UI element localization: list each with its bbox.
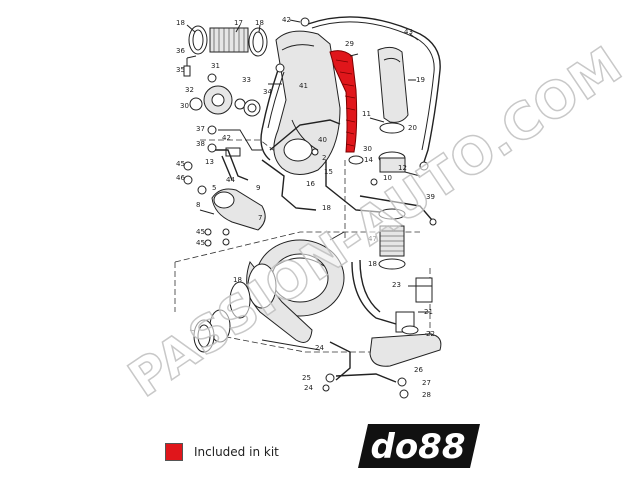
label-9: 9 [256, 184, 260, 192]
actuator [199, 188, 266, 246]
label-46: 46 [176, 174, 185, 182]
label-45: 45 [176, 160, 185, 168]
label-45: 45 [196, 228, 205, 236]
label-16: 16 [306, 180, 315, 188]
label-15: 15 [324, 168, 333, 176]
label-17: 17 [234, 19, 243, 27]
label-43: 43 [404, 28, 413, 36]
label-33: 33 [242, 76, 251, 84]
turbocharger-main [246, 231, 345, 343]
legend: Included in kit [165, 443, 279, 461]
label-25: 25 [302, 374, 311, 382]
label-12: 12 [398, 164, 407, 172]
label-39: 39 [426, 193, 435, 201]
valve-assembly [183, 58, 261, 117]
label-8: 8 [196, 201, 200, 209]
label-21: 21 [424, 308, 433, 316]
logo-text: do88 [370, 427, 465, 467]
label-24: 24 [304, 384, 313, 392]
bracket-44 [183, 149, 249, 195]
muffler-22 [351, 259, 442, 367]
bottom-pipe-assembly [261, 339, 409, 399]
label-18: 18 [233, 276, 242, 284]
label-30: 30 [180, 102, 189, 110]
hose-43 [307, 16, 441, 171]
label-13: 13 [205, 158, 214, 166]
label-2: 2 [322, 154, 326, 162]
label-11: 11 [362, 110, 371, 118]
leader-lines [186, 33, 432, 335]
pipe-39 [311, 148, 437, 226]
label-7: 7 [258, 214, 262, 222]
label-19: 19 [416, 76, 425, 84]
label-20: 20 [408, 124, 417, 132]
label-18: 18 [368, 260, 377, 268]
label-34: 34 [263, 88, 272, 96]
bolts-45-lower [204, 228, 212, 247]
label-22: 22 [426, 330, 435, 338]
label-45: 45 [196, 239, 205, 247]
label-14: 14 [364, 156, 373, 164]
clamp-20-30 [348, 122, 406, 173]
hose-9-10 [261, 119, 381, 213]
legend-swatch [165, 443, 183, 461]
highlighted-hose-29 [329, 50, 358, 153]
label-42: 42 [222, 134, 231, 142]
clamp-rings-lower [193, 281, 251, 353]
label-26: 26 [414, 366, 423, 374]
turbo-upper-housing [273, 30, 341, 175]
label-29: 29 [345, 40, 354, 48]
label-44: 44 [226, 176, 235, 184]
label-38: 38 [196, 140, 205, 148]
label-28: 28 [422, 391, 431, 399]
label-30: 30 [363, 145, 372, 153]
filter-47 [378, 208, 406, 270]
label-24: 24 [315, 344, 324, 352]
label-31: 31 [211, 62, 220, 70]
label-18: 18 [322, 204, 331, 212]
pipe-19 [377, 46, 416, 123]
label-23: 23 [392, 281, 401, 289]
label-27: 27 [422, 379, 431, 387]
label-35: 35 [176, 66, 185, 74]
label-42: 42 [282, 16, 291, 24]
label-32: 32 [185, 86, 194, 94]
label-37: 37 [196, 125, 205, 133]
label-18: 18 [255, 19, 264, 27]
do88-logo: do88 [358, 424, 480, 468]
label-5: 5 [212, 184, 216, 192]
label-36: 36 [176, 47, 185, 55]
label-47: 47 [368, 235, 377, 243]
label-41: 41 [299, 82, 308, 90]
part-labels: 18 17 18 42 36 35 31 33 34 41 32 30 29 4… [176, 16, 435, 399]
label-10: 10 [383, 174, 392, 182]
legend-label: Included in kit [194, 445, 279, 459]
hose-41 [260, 63, 285, 161]
clamp-assembly-top [186, 24, 268, 57]
label-40: 40 [318, 136, 327, 144]
bracket-23 [408, 277, 433, 303]
bolts-37-38 [207, 125, 262, 157]
label-18: 18 [176, 19, 185, 27]
fitting-42 [289, 17, 310, 27]
